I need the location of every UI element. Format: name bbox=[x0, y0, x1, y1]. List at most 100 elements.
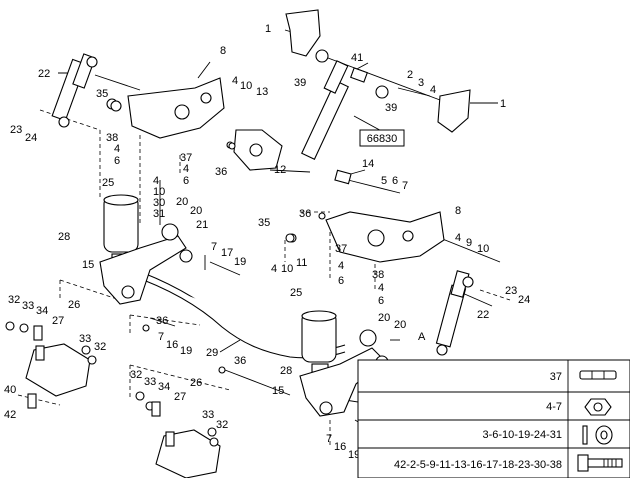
callout-32: 32 bbox=[8, 294, 20, 306]
callout-22: 22 bbox=[477, 309, 489, 321]
mount-bracket-lower-center bbox=[135, 391, 221, 478]
callout-29: 29 bbox=[206, 347, 218, 359]
callout-35: 35 bbox=[96, 88, 108, 100]
callout-16: 16 bbox=[166, 339, 178, 351]
callout-32: 32 bbox=[216, 419, 228, 431]
callout-36: 36 bbox=[156, 315, 168, 327]
callout-41: 41 bbox=[351, 52, 363, 64]
callout-12: 12 bbox=[274, 164, 286, 176]
callout-33: 33 bbox=[144, 376, 156, 388]
callout-7: 7 bbox=[402, 180, 408, 192]
callout-2: 2 bbox=[407, 69, 413, 81]
callout-7: 7 bbox=[158, 331, 164, 343]
callout-20: 20 bbox=[176, 196, 188, 208]
callout-6: 6 bbox=[114, 155, 120, 167]
callout-21: 21 bbox=[196, 219, 208, 231]
rod-shock-center bbox=[301, 60, 389, 160]
callout-10: 10 bbox=[477, 243, 489, 255]
callout-A: A bbox=[418, 331, 426, 343]
callout-39: 39 bbox=[294, 77, 306, 89]
callout-25: 25 bbox=[102, 177, 114, 189]
callout-24: 24 bbox=[25, 132, 37, 144]
bracket-1-right bbox=[437, 89, 471, 133]
callout-20: 20 bbox=[378, 312, 390, 324]
callout-23: 23 bbox=[10, 124, 22, 136]
callout-4: 4 bbox=[338, 260, 344, 272]
callout-35: 35 bbox=[258, 217, 270, 229]
callout-8: 8 bbox=[455, 205, 461, 217]
callout-4: 4 bbox=[378, 282, 384, 294]
callout-39: 39 bbox=[385, 102, 397, 114]
callout-17: 17 bbox=[221, 247, 233, 259]
callout-32: 32 bbox=[94, 341, 106, 353]
washer-icon bbox=[582, 425, 613, 445]
callout-34: 34 bbox=[158, 381, 170, 393]
callout-33: 33 bbox=[22, 300, 34, 312]
callout-10: 10 bbox=[153, 186, 165, 198]
legend-label-washer: 3-6-10-19-24-31 bbox=[483, 429, 563, 441]
callout-4: 4 bbox=[430, 84, 436, 96]
callout-28: 28 bbox=[280, 365, 292, 377]
callout-5: 5 bbox=[381, 175, 387, 187]
legend-label-nut: 4-7 bbox=[546, 401, 562, 413]
bracket-upper-left bbox=[106, 77, 225, 139]
callout-42: 42 bbox=[4, 409, 16, 421]
callout-20: 20 bbox=[190, 205, 202, 217]
callout-16: 16 bbox=[334, 441, 346, 453]
callout-36: 36 bbox=[234, 355, 246, 367]
fastener-legend-table: 37 4-7 3-6-10-19-24-31 42-2-5-9-11-13-16… bbox=[357, 359, 630, 478]
callout-4: 4 bbox=[271, 263, 277, 275]
callout-22: 22 bbox=[38, 68, 50, 80]
callout-4: 4 bbox=[455, 232, 461, 244]
leader-lines bbox=[17, 29, 511, 445]
callout-36: 36 bbox=[299, 208, 311, 220]
legend-label-pin: 37 bbox=[550, 371, 562, 383]
callout-14: 14 bbox=[362, 158, 374, 170]
callout-3: 3 bbox=[418, 77, 424, 89]
bolt-icon bbox=[577, 454, 623, 472]
callout-1: 1 bbox=[500, 98, 506, 110]
callout-10: 10 bbox=[281, 263, 293, 275]
callout-4: 4 bbox=[183, 163, 189, 175]
callout-1: 1 bbox=[265, 23, 271, 35]
callout-7: 7 bbox=[211, 241, 217, 253]
callout-19: 19 bbox=[348, 449, 360, 461]
callout-24: 24 bbox=[518, 294, 530, 306]
bolts-small bbox=[110, 100, 326, 374]
callout-26: 26 bbox=[68, 299, 80, 311]
callout-6: 6 bbox=[378, 295, 384, 307]
callout-28: 28 bbox=[58, 231, 70, 243]
callout-36: 36 bbox=[215, 166, 227, 178]
shock-absorber-right bbox=[435, 270, 474, 356]
callout-11: 11 bbox=[296, 257, 307, 269]
callout-38: 38 bbox=[106, 132, 118, 144]
callout-6: 6 bbox=[338, 275, 344, 287]
callout-19: 19 bbox=[234, 256, 246, 268]
callout-19: 19 bbox=[180, 345, 192, 357]
legend-label-bolt: 42-2-5-9-11-13-16-17-18-23-30-38 bbox=[394, 459, 562, 471]
callout-40: 40 bbox=[4, 384, 16, 396]
callout-30: 30 bbox=[153, 197, 165, 209]
callout-25: 25 bbox=[290, 287, 302, 299]
callout-15: 15 bbox=[82, 259, 94, 271]
bracket-1-top bbox=[285, 9, 329, 63]
callout-20: 20 bbox=[394, 319, 406, 331]
pin-icon bbox=[579, 370, 617, 380]
callout-4: 4 bbox=[114, 143, 120, 155]
callout-15: 15 bbox=[272, 385, 284, 397]
callout-32: 32 bbox=[130, 369, 142, 381]
callout-8: 8 bbox=[220, 45, 226, 57]
spacer-14 bbox=[334, 169, 352, 185]
callout-13: 13 bbox=[256, 86, 268, 98]
bracket-8-right bbox=[287, 211, 445, 263]
mount-bracket-lower-left bbox=[5, 321, 97, 409]
arm-assembly-left bbox=[99, 223, 193, 305]
callout-37: 37 bbox=[180, 152, 192, 164]
callout-38: 38 bbox=[372, 269, 384, 281]
callout-26: 26 bbox=[190, 377, 202, 389]
callout-37: 37 bbox=[335, 243, 347, 255]
callout-6: 6 bbox=[183, 175, 189, 187]
callout-9: 9 bbox=[466, 237, 472, 249]
reference-66830: 66830 bbox=[359, 129, 405, 147]
callout-23: 23 bbox=[505, 285, 517, 297]
